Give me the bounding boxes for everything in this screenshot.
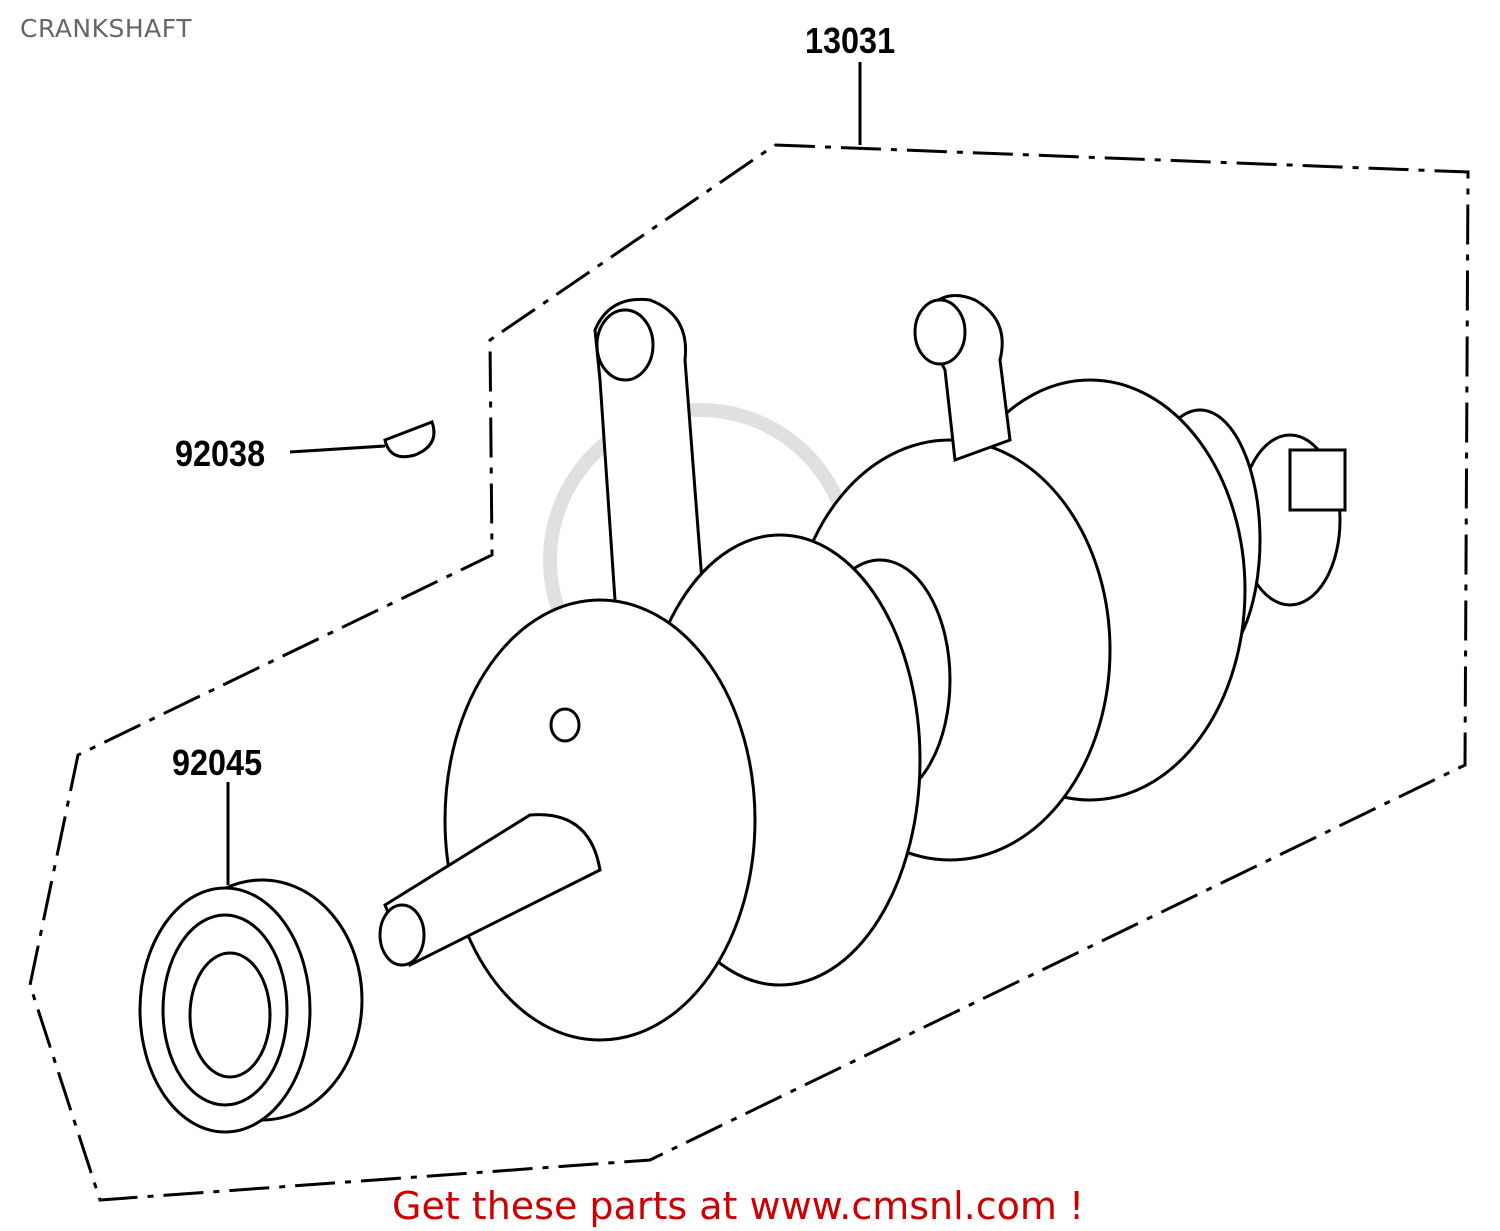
woodruff-key-92038	[383, 420, 436, 459]
crank-pin-hole	[549, 707, 581, 743]
part-label-13031[interactable]: 13031	[805, 20, 896, 61]
assembly-outline	[28, 143, 1470, 1202]
front-web	[443, 598, 757, 1042]
leader-92038	[289, 444, 386, 454]
page-title: CRANKSHAFT	[20, 14, 192, 43]
part-label-92045[interactable]: 92045	[172, 742, 263, 783]
shaft-end	[1288, 448, 1347, 512]
footer-link[interactable]: Get these parts at www.cmsnl.com !	[392, 1184, 1085, 1228]
part-label-92038[interactable]: 92038	[175, 433, 266, 474]
front-shaft	[383, 813, 602, 968]
